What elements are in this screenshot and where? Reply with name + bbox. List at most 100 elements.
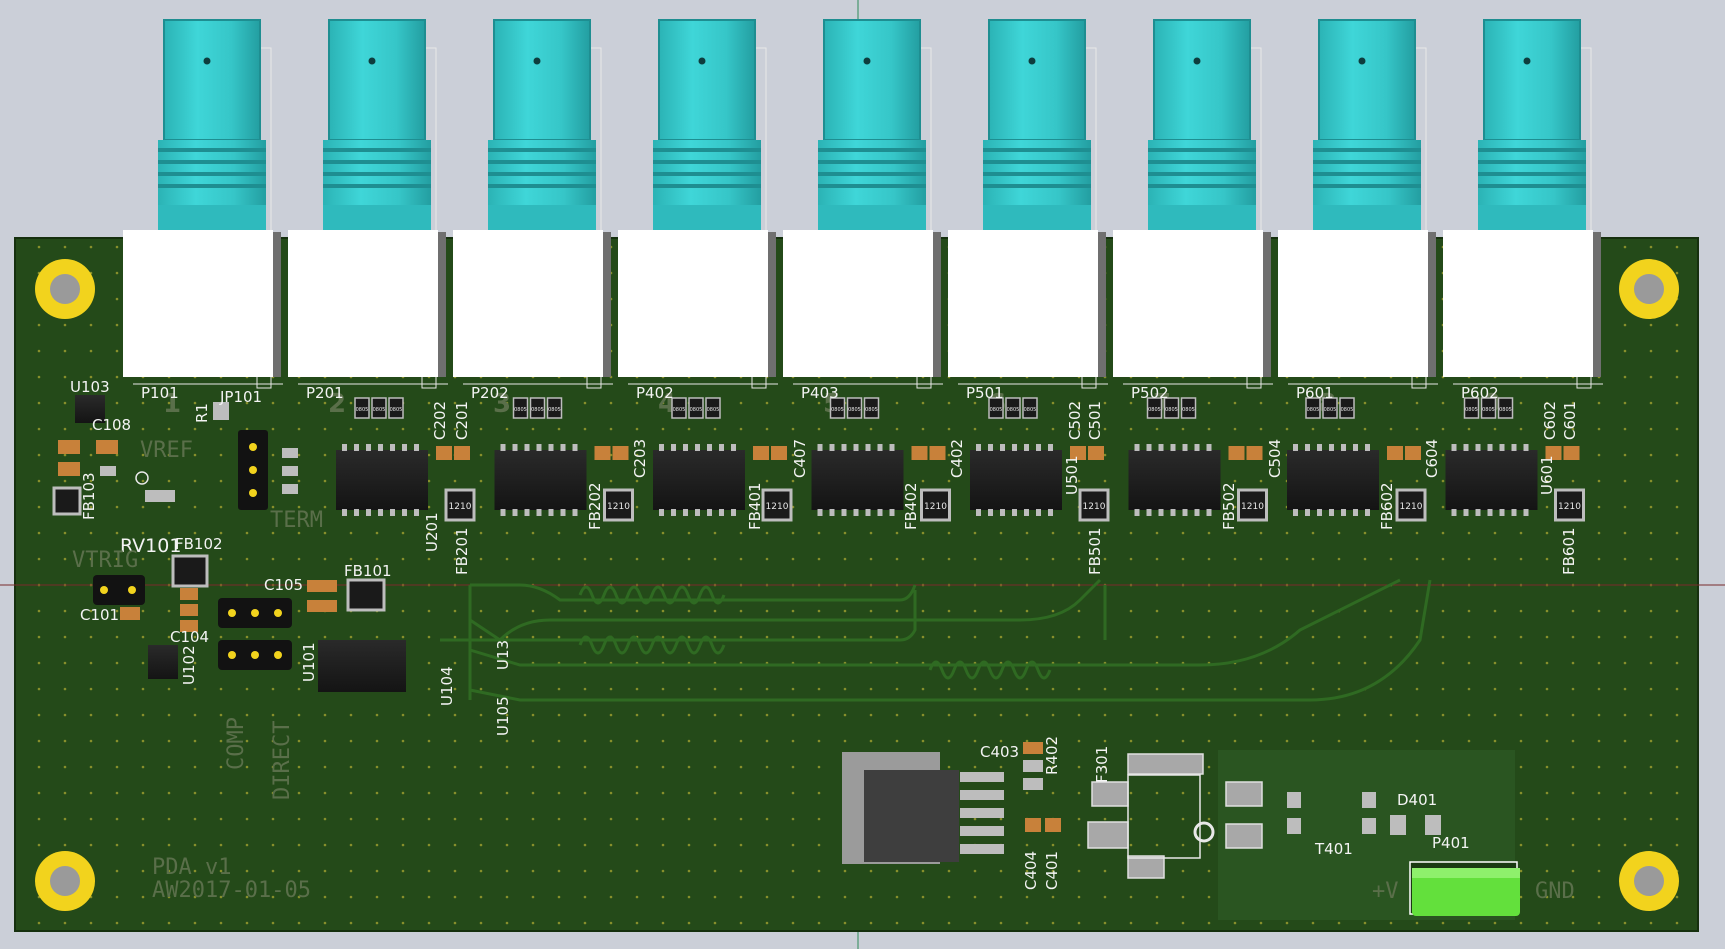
op-amp-ic: [811, 450, 904, 510]
connector-ref-label: P402: [636, 384, 674, 402]
label-c201: C201: [453, 400, 471, 440]
label-c203: C203: [631, 438, 649, 478]
regulator-body: [864, 770, 959, 862]
label-rv101: RV101: [120, 535, 182, 557]
svg-text:0805: 0805: [673, 407, 686, 413]
label-direct: DIRECT: [270, 720, 295, 800]
bnc-base: [1113, 230, 1263, 377]
svg-text:0805: 0805: [1324, 407, 1337, 413]
bnc-connector: 7: [1113, 19, 1273, 419]
bnc-connector: 5: [783, 19, 943, 419]
label-u102: U102: [180, 645, 198, 685]
label-u101: U101: [300, 642, 318, 682]
rv101-marker: [135, 471, 149, 485]
signal-traces: [439, 578, 1432, 702]
label-c402: C402: [948, 438, 966, 478]
cap-smd: [96, 440, 118, 454]
label-c108: C108: [92, 416, 132, 434]
connector-ref-label: P403: [801, 384, 839, 402]
connector-ref-label: P601: [1296, 384, 1334, 402]
bnc-base: [1278, 230, 1428, 377]
mounting-hole: [1619, 259, 1679, 319]
pad: [145, 490, 175, 502]
cap-smd: [58, 462, 80, 476]
svg-text:0805: 0805: [990, 407, 1003, 413]
channel-number: 2: [328, 389, 346, 419]
mounting-holes: [35, 259, 1679, 911]
svg-text:0805: 0805: [514, 407, 527, 413]
u103-ic: [75, 395, 105, 423]
label-fb401: FB401: [746, 482, 764, 530]
bnc-connector: 9: [1443, 19, 1603, 419]
pad: [100, 466, 116, 476]
svg-text:0805: 0805: [373, 407, 386, 413]
label-c502: C502: [1066, 400, 1084, 440]
label-c602: C602: [1541, 400, 1559, 440]
u101-ic: [318, 640, 406, 692]
c101-cap: [120, 607, 140, 620]
svg-text:0805: 0805: [1307, 407, 1320, 413]
svg-text:0805: 0805: [848, 407, 861, 413]
connector-ref-label: P202: [471, 384, 509, 402]
bnc-base: [618, 230, 768, 377]
label-u13: U13: [494, 639, 512, 670]
svg-text:1210: 1210: [449, 502, 472, 512]
label-c604: C604: [1423, 438, 1441, 478]
label-r402: R402: [1043, 735, 1061, 775]
bnc-base: [1443, 230, 1593, 377]
channel-number: 1: [163, 389, 181, 419]
label-fb103: FB103: [80, 472, 98, 520]
label-fb602: FB602: [1378, 482, 1396, 530]
ferrite-bead: [603, 488, 634, 522]
svg-text:0805: 0805: [707, 407, 720, 413]
op-amp-ic: [336, 450, 428, 510]
svg-text:0805: 0805: [548, 407, 561, 413]
op-amp-ic: [653, 450, 745, 510]
connector-ref-label: P501: [966, 384, 1004, 402]
ferrite-bead: [761, 488, 793, 522]
svg-text:0805: 0805: [390, 407, 403, 413]
label-c501: C501: [1086, 400, 1104, 440]
label-fb101: FB101: [344, 562, 392, 580]
r1-resistor: [213, 402, 229, 420]
power-section: [842, 742, 1520, 916]
label-u601: U601: [1538, 455, 1556, 495]
label-r1: R1: [193, 403, 211, 423]
svg-text:1210: 1210: [1558, 502, 1581, 512]
label-c504: C504: [1266, 438, 1284, 478]
label-u501: U501: [1063, 455, 1081, 495]
d401-pad: [1425, 815, 1441, 835]
op-amp-ic: [1128, 450, 1221, 510]
label-u103: U103: [70, 378, 110, 396]
label-vref: VREF: [140, 438, 193, 463]
label-jp101: JP101: [220, 388, 263, 406]
bnc-connector: 1: [123, 19, 283, 419]
connector-ref-label: P602: [1461, 384, 1499, 402]
connector-ref-label: P201: [306, 384, 344, 402]
svg-text:0805: 0805: [690, 407, 703, 413]
left-section: [52, 395, 406, 692]
svg-text:0805: 0805: [1165, 407, 1178, 413]
label-c601: C601: [1561, 400, 1579, 440]
label-comp: COMP: [224, 717, 249, 770]
bnc-base: [948, 230, 1098, 377]
bnc-base: [288, 230, 438, 377]
f301-pad: [1127, 753, 1204, 775]
op-amp-ic: [1445, 450, 1538, 510]
u102-ic: [148, 645, 178, 679]
fb102-bead: [171, 554, 209, 588]
channel-number: 3: [493, 389, 511, 419]
label-fb102: FB102: [175, 535, 223, 553]
label-fb201: FB201: [453, 527, 471, 575]
svg-text:0805: 0805: [1482, 407, 1495, 413]
svg-text:0805: 0805: [1182, 407, 1195, 413]
fb103-bead: [52, 486, 82, 516]
svg-text:0805: 0805: [1007, 407, 1020, 413]
label-fb202: FB202: [586, 482, 604, 530]
ferrite-bead: [920, 488, 951, 522]
